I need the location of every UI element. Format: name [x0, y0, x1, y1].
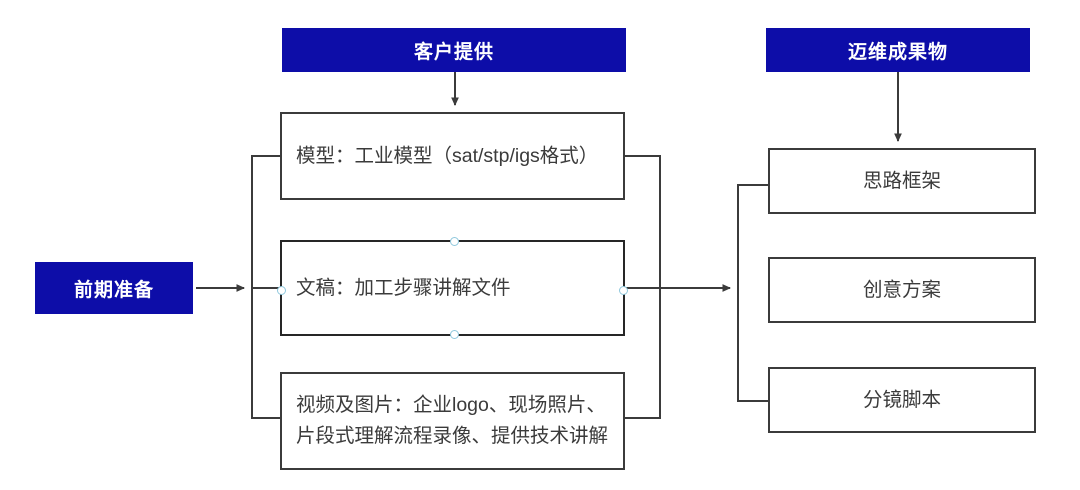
node-manuscript-label: 文稿：加工步骤讲解文件	[296, 276, 511, 299]
bracket-inputs-left	[251, 155, 280, 419]
bracket-outputs-left	[737, 184, 768, 402]
selection-handle-left[interactable]	[277, 286, 286, 295]
node-manuscript[interactable]: 文稿：加工步骤讲解文件	[277, 237, 628, 339]
banner-client-provides: 客户提供	[282, 28, 626, 72]
bracket-inputs-right	[625, 155, 661, 419]
node-framework-label: 思路框架	[862, 169, 941, 192]
node-preparation[interactable]: 前期准备	[35, 262, 193, 314]
banner-maiwei-deliverables: 迈维成果物	[766, 28, 1030, 72]
node-preparation-label: 前期准备	[73, 279, 154, 301]
selection-handle-top[interactable]	[450, 237, 459, 246]
node-creative-plan[interactable]: 创意方案	[768, 257, 1036, 323]
banner-client-provides-label: 客户提供	[413, 41, 494, 63]
selection-handle-right[interactable]	[619, 286, 628, 295]
selection-handle-bottom[interactable]	[450, 330, 459, 339]
node-video-images[interactable]: 视频及图片：企业logo、现场照片、片段式理解流程录像、提供技术讲解	[280, 372, 625, 470]
node-model[interactable]: 模型：工业模型（sat/stp/igs格式）	[280, 112, 625, 200]
node-video-images-label: 视频及图片：企业logo、现场照片、片段式理解流程录像、提供技术讲解	[296, 394, 609, 447]
node-storyboard[interactable]: 分镜脚本	[768, 367, 1036, 433]
node-model-label: 模型：工业模型（sat/stp/igs格式）	[296, 144, 599, 167]
node-storyboard-label: 分镜脚本	[862, 388, 941, 411]
node-framework[interactable]: 思路框架	[768, 148, 1036, 214]
banner-maiwei-deliverables-label: 迈维成果物	[847, 41, 948, 63]
node-creative-plan-label: 创意方案	[862, 278, 941, 301]
